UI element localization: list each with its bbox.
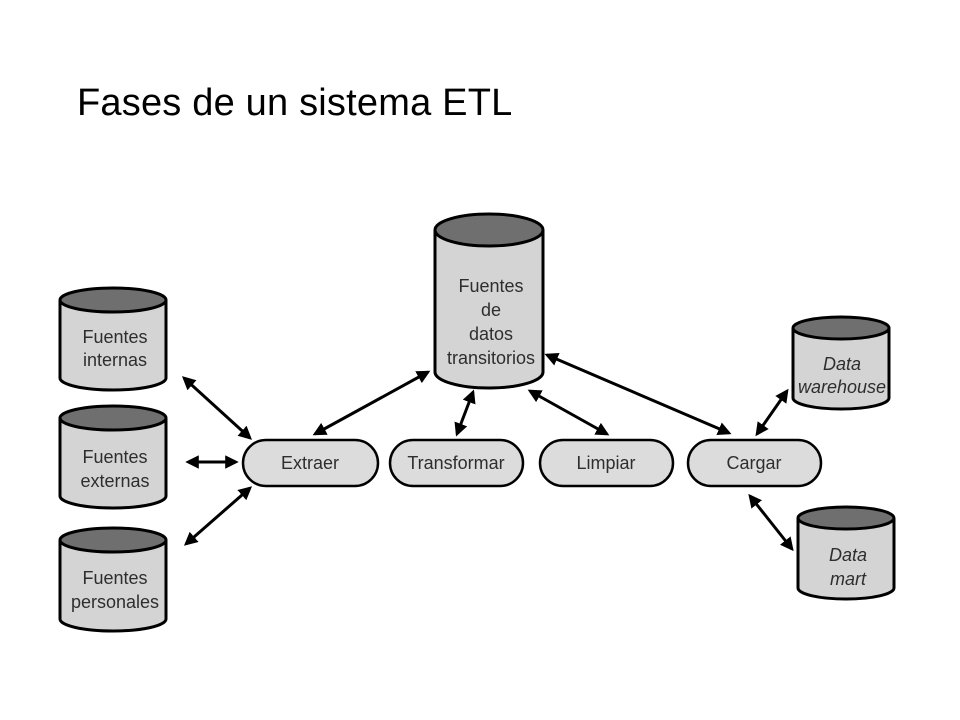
target-warehouse-line2: warehouse (798, 377, 886, 397)
source-personales-line2: personales (71, 592, 159, 612)
target-mart-line1: Data (829, 545, 867, 565)
arrow-cargar-mart (748, 493, 794, 552)
source-internas-line1: Fuentes (82, 327, 147, 347)
target-mart-line2: mart (830, 569, 867, 589)
phase-transformar: Transformar (388, 438, 525, 488)
source-externas-cylinder: Fuentes externas (58, 404, 168, 510)
arrow-internas-extraer (182, 376, 252, 440)
staging-line4: transitorios (447, 348, 535, 368)
slide-title: Fases de un sistema ETL (77, 82, 513, 124)
staging-line3: datos (469, 324, 513, 344)
phase-limpiar-label: Limpiar (576, 453, 635, 473)
phase-limpiar: Limpiar (538, 438, 675, 488)
arrow-personales-extraer (183, 486, 253, 546)
phase-cargar-label: Cargar (726, 453, 781, 473)
staging-line2: de (481, 300, 501, 320)
arrow-transformar-staging (454, 389, 476, 437)
target-warehouse-cylinder: Data warehouse (791, 315, 891, 411)
target-mart-cylinder: Data mart (796, 505, 896, 601)
arrow-staging-cargar (544, 353, 732, 435)
arrow-extraer-staging (312, 370, 431, 436)
arrow-staging-limpiar (527, 389, 610, 436)
phase-cargar: Cargar (686, 438, 823, 488)
phase-extraer-label: Extraer (281, 453, 339, 473)
phase-extraer: Extraer (241, 438, 380, 488)
source-personales-cylinder: Fuentes personales (58, 526, 168, 633)
target-warehouse-line1: Data (823, 354, 861, 374)
source-internas-line2: internas (83, 350, 147, 370)
phase-transformar-label: Transformar (407, 453, 504, 473)
arrow-cargar-warehouse (755, 388, 789, 437)
source-externas-line1: Fuentes (82, 447, 147, 467)
source-externas-line2: externas (80, 471, 149, 491)
staging-cylinder: Fuentes de datos transitorios (433, 212, 545, 390)
staging-line1: Fuentes (458, 276, 523, 296)
source-internas-cylinder: Fuentes internas (58, 286, 168, 392)
source-personales-line1: Fuentes (82, 568, 147, 588)
